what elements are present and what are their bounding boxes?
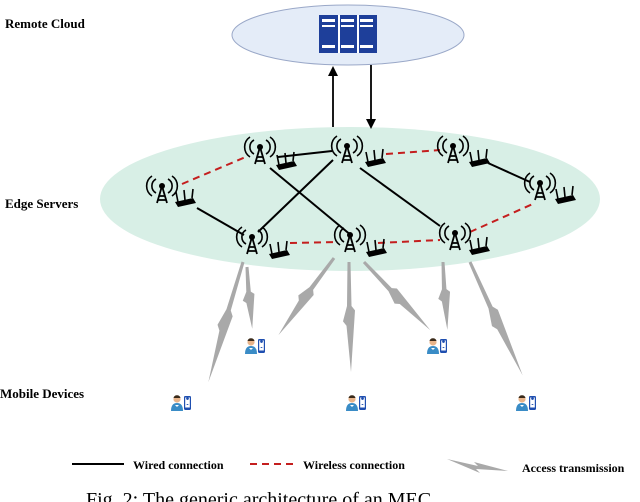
legend-access-swatch [447, 459, 508, 473]
figure-caption: Fig. 2: The generic architecture of an M… [86, 489, 431, 502]
access-bolt [343, 262, 355, 372]
wired-link [257, 159, 334, 233]
access-bolt [241, 266, 257, 330]
wired-links [196, 150, 531, 237]
mobile-user-icon [171, 395, 191, 411]
access-bolt [200, 260, 249, 384]
mobile-user-icon [427, 338, 447, 354]
wireless-link [377, 239, 441, 244]
wireless-link [289, 241, 339, 244]
mobile-user-icon [245, 338, 265, 354]
remote-cloud-label: Remote Cloud [5, 16, 86, 31]
wired-link [277, 150, 333, 158]
legend-wireless-label: Wireless connection [303, 458, 405, 472]
access-links [200, 254, 527, 384]
wireless-links [181, 149, 536, 244]
edge-servers-label: Edge Servers [5, 196, 78, 211]
wired-link [269, 167, 353, 237]
wired-link [487, 162, 531, 183]
legend-access-label: Access transmission [522, 461, 625, 475]
server-rack-icon [319, 15, 377, 53]
mobile-user-icon [346, 395, 366, 411]
legend: Wired connection Wireless connection Acc… [72, 458, 625, 475]
wired-link [359, 167, 441, 227]
mobile-user-icon [516, 395, 536, 411]
access-bolt [437, 261, 452, 331]
access-bolt [464, 259, 527, 379]
mobile-devices-label: Mobile Devices [0, 386, 84, 401]
legend-wired-label: Wired connection [133, 458, 224, 472]
wired-link [196, 207, 245, 236]
wireless-link [385, 149, 441, 155]
